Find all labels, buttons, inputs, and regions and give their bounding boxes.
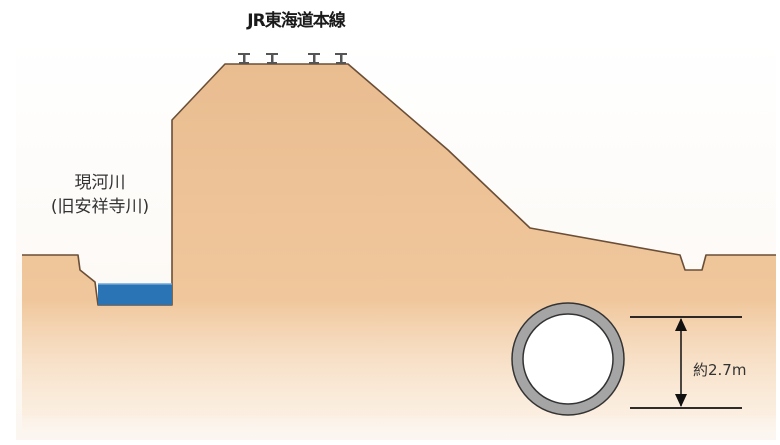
rail-icon (335, 53, 347, 64)
pipe-diameter-label: 約2.7m (693, 361, 747, 379)
rail-icon (238, 53, 250, 64)
rail-icon (266, 53, 278, 64)
tunnel-pipe (511, 302, 625, 416)
embankment-outline (22, 63, 776, 306)
river-water (98, 284, 172, 305)
river-label-line2: (旧安祥寺川) (50, 197, 150, 217)
dimension-indicator (630, 316, 742, 409)
river-label-line1: 現河川 (74, 173, 126, 193)
river-label: 現河川 (旧安祥寺川) (40, 171, 160, 219)
arrow-up-icon (675, 318, 687, 331)
arrow-down-icon (675, 394, 687, 407)
railway-title: JR東海道本線 (247, 11, 345, 31)
railway-track (238, 53, 347, 64)
rail-icon (308, 53, 320, 64)
